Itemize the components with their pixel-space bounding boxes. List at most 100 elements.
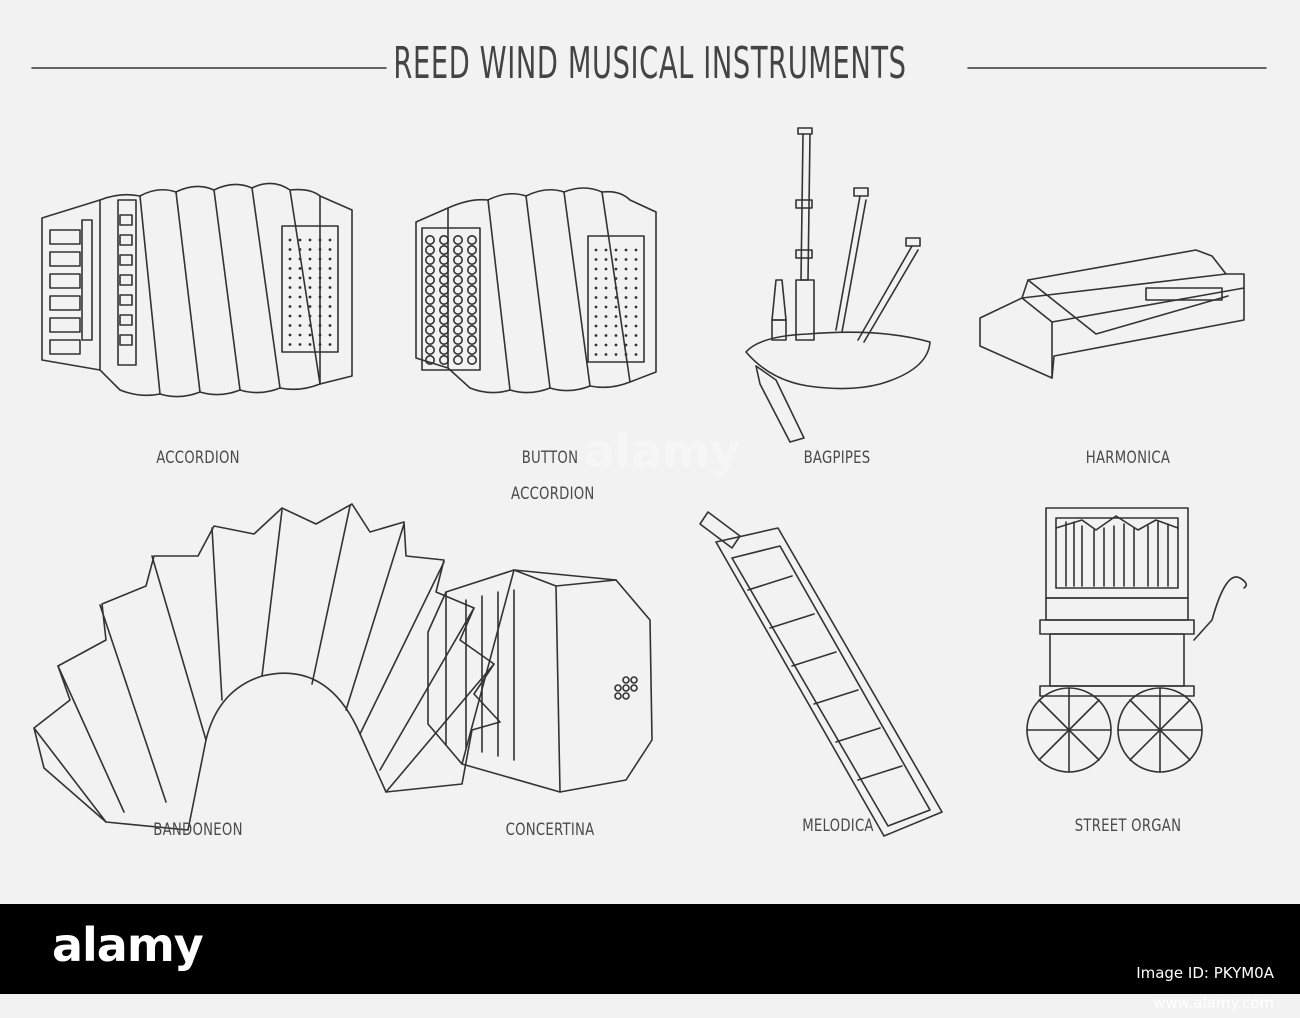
button-accordion-icon — [415, 187, 657, 394]
treble-dot — [634, 353, 638, 356]
treble-dot — [634, 315, 638, 318]
treble-dot — [318, 238, 322, 242]
treble-dot — [624, 353, 628, 356]
bass-button — [466, 294, 477, 305]
bass-button — [438, 274, 449, 285]
treble-dot — [288, 276, 292, 280]
treble-dot — [308, 286, 312, 289]
treble-dot — [634, 267, 638, 271]
bass-button — [438, 245, 449, 256]
bass-button — [438, 354, 449, 365]
treble-dot — [614, 315, 618, 318]
bass-button — [452, 245, 463, 256]
treble-dot — [318, 248, 322, 251]
bass-button — [466, 344, 477, 355]
label-harmonica: HARMONICA — [1085, 448, 1171, 468]
treble-dot — [634, 343, 638, 347]
treble-dot — [318, 333, 322, 337]
treble-dot — [328, 305, 332, 308]
treble-dot — [288, 295, 292, 299]
bass-button — [466, 324, 477, 335]
treble-dot — [624, 315, 628, 318]
treble-dot — [288, 333, 292, 337]
bass-button — [438, 294, 449, 305]
treble-dot — [298, 286, 302, 289]
bass-button — [452, 354, 463, 365]
bass-button — [466, 274, 477, 285]
treble-dot — [288, 248, 292, 251]
treble-dot — [594, 286, 598, 290]
treble-dot — [604, 343, 608, 347]
treble-dot — [318, 343, 322, 346]
treble-dot — [308, 295, 312, 299]
treble-dot — [634, 296, 638, 299]
image-id-text: Image ID: PKYM0A — [1136, 964, 1274, 982]
bass-button — [452, 324, 463, 335]
treble-dot — [308, 276, 312, 280]
treble-dot — [288, 286, 292, 289]
bass-button — [424, 354, 435, 365]
bass-button — [424, 324, 435, 335]
bass-button — [438, 284, 449, 295]
treble-dot — [634, 305, 638, 309]
label-accordion: ACCORDION — [156, 448, 240, 468]
bass-button — [424, 264, 435, 275]
treble-dot — [288, 324, 292, 327]
treble-dot — [624, 296, 628, 299]
treble-dot — [594, 277, 598, 280]
treble-dot — [634, 248, 638, 252]
bass-button — [424, 235, 435, 246]
bass-button — [438, 235, 449, 246]
treble-dot — [288, 238, 292, 242]
treble-dot — [318, 286, 322, 289]
treble-dot — [318, 267, 322, 270]
treble-dot — [614, 277, 618, 280]
treble-dot — [308, 343, 312, 346]
concertina-icon — [427, 569, 653, 793]
treble-dot — [318, 295, 322, 299]
bagpipes-icon — [745, 127, 931, 443]
treble-dot — [594, 267, 598, 271]
treble-dot — [614, 353, 618, 356]
treble-dot — [308, 324, 312, 327]
page-title: REED WIND MUSICAL INSTRUMENTS — [393, 38, 907, 89]
treble-dot — [308, 267, 312, 270]
bass-button — [466, 255, 477, 266]
treble-dot — [604, 353, 608, 356]
treble-dot — [634, 258, 638, 261]
treble-dot — [594, 343, 598, 347]
treble-dot — [308, 305, 312, 308]
treble-dot — [328, 267, 332, 270]
treble-dot — [604, 267, 608, 271]
treble-dot — [614, 267, 618, 271]
treble-dot — [634, 277, 638, 280]
bass-button — [438, 314, 449, 325]
treble-dot — [298, 333, 302, 337]
bass-button — [452, 274, 463, 285]
bass-button — [466, 264, 477, 275]
treble-dot — [298, 238, 302, 242]
treble-dot — [318, 305, 322, 308]
bass-button — [424, 284, 435, 295]
treble-dot — [318, 276, 322, 280]
treble-dot — [308, 248, 312, 251]
bass-button — [452, 334, 463, 345]
treble-dot — [594, 248, 598, 252]
treble-dot — [624, 248, 628, 252]
bass-button — [452, 235, 463, 246]
bass-button — [452, 314, 463, 325]
treble-dot — [298, 343, 302, 346]
accordion-icon — [41, 182, 353, 398]
bass-button — [424, 255, 435, 266]
treble-dot — [328, 314, 332, 318]
treble-dot — [604, 315, 608, 318]
bass-button — [466, 235, 477, 246]
treble-dot — [328, 333, 332, 337]
bass-button — [466, 334, 477, 345]
label-bandoneon: BANDONEON — [153, 820, 243, 840]
bass-button — [466, 245, 477, 256]
treble-dot — [308, 314, 312, 318]
treble-dot — [288, 267, 292, 270]
bass-button — [438, 324, 449, 335]
treble-dot — [634, 286, 638, 290]
